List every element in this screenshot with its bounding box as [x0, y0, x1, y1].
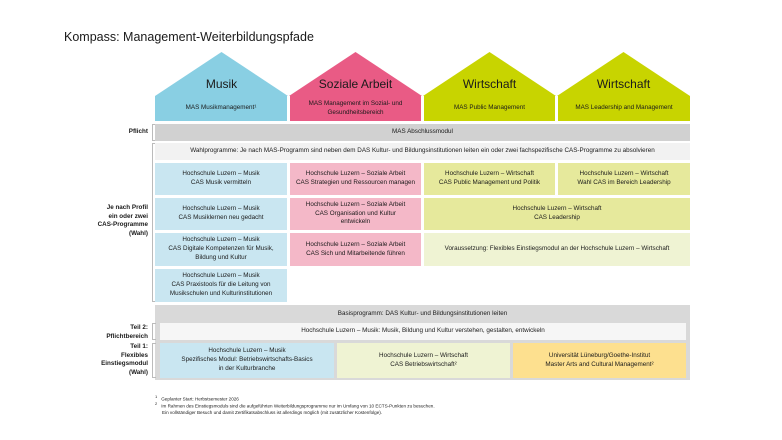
roof-wirtschaft-1: Wirtschaft: [423, 52, 556, 96]
cas-musik-1: Hochschule Luzern – Musik CAS Musik verm…: [155, 163, 287, 195]
teil1-musik: Hochschule Luzern – Musik Spezifisches M…: [160, 343, 334, 378]
bracket: [152, 323, 156, 340]
label-profil: Je nach Profil ein oder zwei CAS-Program…: [97, 204, 148, 237]
footnote-mark: 2: [155, 401, 158, 406]
mas-abschlussmodul: MAS Abschlussmodul: [155, 124, 690, 141]
label-teil1: Teil 1: Flexibles Einstiegsmodul (Wahl): [101, 343, 148, 376]
cas-sozial-1: Hochschule Luzern – Soziale Arbeit CAS S…: [290, 163, 421, 195]
roof-musik: Musik: [155, 52, 288, 96]
cas-musik-4: Hochschule Luzern – Musik CAS Praxistool…: [155, 269, 287, 302]
voraussetzung-note: Voraussetzung: Flexibles Einstiegsmodul …: [424, 233, 690, 266]
mas-public: MAS Public Management: [424, 96, 555, 121]
label-teil2: Teil 2: Pflichtbereich: [106, 324, 148, 340]
footnote-text: Im Rahmen des Einstiegsmoduls sind die a…: [161, 403, 435, 415]
roof-soziale-arbeit: Soziale Arbeit: [289, 52, 422, 96]
roof-label: Musik: [205, 77, 238, 91]
cas-wirtschaft-leadership: Hochschule Luzern – Wirtschaft CAS Leade…: [424, 198, 690, 230]
cas-wirtschaft-public: Hochschule Luzern – Wirtschaft CAS Publi…: [424, 163, 555, 195]
label-pflicht: Pflicht: [128, 128, 148, 135]
bracket: [152, 124, 156, 141]
mas-musik: MAS Musikmanagement¹: [155, 96, 287, 121]
teil2-pflicht: Hochschule Luzern – Musik: Musik, Bildun…: [160, 323, 686, 340]
footnote-text: Geplanter Start: Herbstsemester 2026: [161, 396, 239, 402]
cas-sozial-2: Hochschule Luzern – Soziale Arbeit CAS O…: [290, 198, 421, 230]
footnote-mark: 1: [155, 394, 158, 399]
roof-label: Wirtschaft: [596, 77, 651, 91]
roof-label: Wirtschaft: [462, 77, 517, 91]
footnote-1: 1Geplanter Start: Herbstsemester 2026: [155, 394, 239, 403]
mas-leadership: MAS Leadership and Management: [558, 96, 690, 121]
mas-sozial: MAS Management im Sozial- und Gesundheit…: [290, 96, 421, 121]
cas-musik-3: Hochschule Luzern – Musik CAS Digitale K…: [155, 233, 287, 266]
roof-label: Soziale Arbeit: [318, 77, 393, 91]
teil1-lueneburg: Universität Lüneburg/Goethe-Institut Mas…: [513, 343, 686, 378]
basisprogramm-title: Basisprogramm: DAS Kultur- und Bildungsi…: [337, 309, 508, 317]
cas-wirtschaft-wahl-leadership: Hochschule Luzern – Wirtschaft Wahl CAS …: [558, 163, 690, 195]
roof-wirtschaft-2: Wirtschaft: [557, 52, 690, 96]
teil1-wirtschaft: Hochschule Luzern – Wirtschaft CAS Betri…: [337, 343, 510, 378]
bracket: [152, 343, 156, 378]
page-title: Kompass: Management-Weiterbildungspfade: [64, 30, 314, 44]
cas-sozial-3: Hochschule Luzern – Soziale Arbeit CAS S…: [290, 233, 421, 266]
bracket: [152, 143, 156, 302]
wahlprogramme-header: Wahlprogramme: Je nach MAS-Programm sind…: [155, 143, 690, 160]
footnote-2: 2Im Rahmen des Einstiegsmoduls sind die …: [155, 401, 435, 416]
cas-musik-2: Hochschule Luzern – Musik CAS Musiklerne…: [155, 198, 287, 230]
